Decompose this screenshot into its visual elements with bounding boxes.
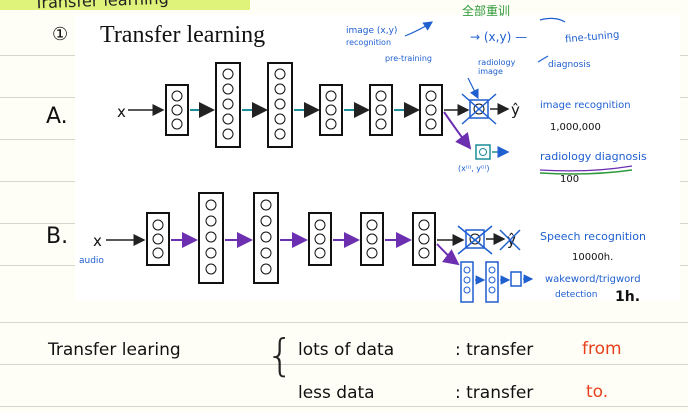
output-node-b-crossed — [457, 225, 493, 255]
annotation-detection: detection — [555, 290, 598, 300]
annotation-count-b2: 1h. — [615, 289, 641, 305]
annotation-chinese: 全部重训 — [462, 4, 511, 18]
output-yhat-a: ŷ — [511, 101, 520, 119]
new-layer-b2 — [485, 261, 499, 303]
annotation-wakeword: wakeword/trigword — [545, 274, 641, 285]
notes-row2-mid: : transfer — [455, 383, 534, 403]
notes-row1-right: from — [582, 339, 622, 359]
new-layer-b1 — [460, 261, 474, 303]
annotation-xy-arrow: → (x,y) — — [470, 30, 528, 44]
annotation-radiology-diagnosis: radiology diagnosis — [540, 150, 647, 163]
annotation-diagnosis: diagnosis — [548, 60, 591, 70]
notes-left: Transfer learing — [48, 340, 181, 360]
header-highlight — [0, 0, 250, 10]
annotation-xy-sup: (x⁽ⁱ⁾, y⁽ⁱ⁾) — [458, 164, 490, 173]
annotation-count-a2: 100 — [560, 174, 580, 185]
new-output-node-b — [510, 271, 522, 287]
slide-number: ① — [52, 24, 69, 45]
section-a-label: A. — [46, 104, 68, 129]
input-x-b: x — [93, 232, 102, 250]
section-b-label: B. — [46, 224, 69, 249]
annotation-radiology-image: radiology image — [478, 58, 516, 76]
layer-b3 — [253, 192, 279, 284]
annotation-pre-training: pre-training — [385, 54, 432, 63]
network-b: x ŷ — [93, 192, 534, 303]
annotation-image-xy: image (x,y) — [346, 26, 398, 36]
layer-b2 — [198, 192, 224, 284]
layer-a5 — [369, 84, 393, 136]
output-yhat-b: ŷ — [507, 231, 516, 249]
annotation-count-b: 10000h. — [572, 252, 614, 263]
layer-a6 — [419, 84, 443, 136]
annotation-speech-recognition: Speech recognition — [540, 230, 646, 243]
layer-b6 — [412, 212, 436, 266]
input-x-a: x — [117, 103, 126, 121]
notes-row1-mid: : transfer — [455, 340, 534, 360]
slide-title: Transfer learning — [100, 22, 266, 48]
annotation-image-recognition: image recognition — [540, 100, 631, 111]
layer-a1 — [165, 84, 189, 136]
new-output-node-a — [475, 144, 491, 160]
audio-label: audio — [79, 256, 104, 266]
notes-row2-left: less data — [298, 383, 375, 403]
annotation-count-a: 1,000,000 — [550, 122, 601, 133]
layer-a4 — [319, 84, 343, 136]
notes-row2-right: to. — [586, 382, 609, 402]
notes-row1-left: lots of data — [298, 340, 395, 360]
layer-b5 — [360, 212, 384, 266]
annotation-recognition: recognition — [346, 38, 392, 47]
slide-image — [75, 15, 680, 300]
layer-b1 — [146, 212, 170, 266]
output-node-a-crossed — [461, 93, 497, 125]
notes-brace: { — [266, 330, 294, 381]
layer-b4 — [308, 212, 332, 266]
network-a: x ŷ — [117, 62, 520, 160]
layer-a2 — [215, 62, 241, 148]
layer-a3 — [267, 62, 293, 148]
